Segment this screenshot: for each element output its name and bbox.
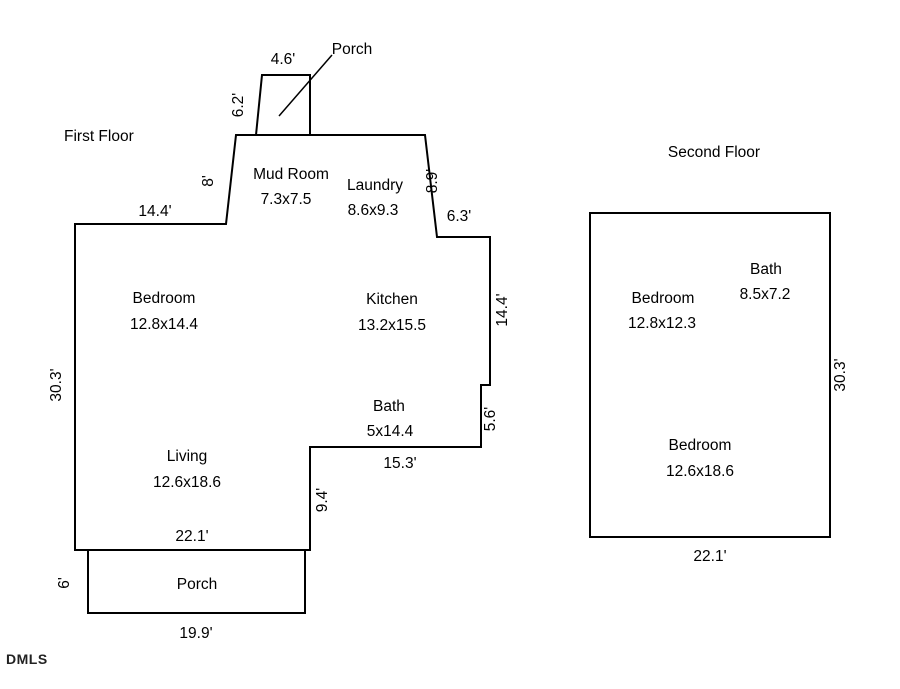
dim-living-side: 9.4' [314, 488, 331, 513]
dim-step: 6.3' [447, 208, 472, 225]
dim-right: 14.4' [494, 293, 511, 326]
room-label-bedroom-lower: Bedroom [669, 437, 732, 454]
room-label-mudroom: Mud Room [253, 166, 329, 183]
dim-bath-side: 5.6' [482, 407, 499, 432]
room-dims-bath-second: 8.5x7.2 [740, 286, 791, 303]
room-dims-bedroom: 12.8x14.4 [130, 316, 198, 333]
dim-mudroom-side: 8' [200, 175, 217, 187]
dim-porch-top-width: 4.6' [271, 51, 296, 68]
porch-pointer-line [278, 54, 333, 117]
room-label-laundry: Laundry [347, 177, 403, 194]
room-dims-bedroom-lower: 12.6x18.6 [666, 463, 734, 480]
dim-second-bottom: 22.1' [693, 548, 726, 565]
dim-bottom: 22.1' [175, 528, 208, 545]
room-label-bottom-porch: Porch [177, 576, 218, 593]
room-dims-mudroom: 7.3x7.5 [261, 191, 312, 208]
mls-watermark: DMLS [6, 651, 48, 667]
room-dims-bath: 5x14.4 [367, 423, 414, 440]
room-dims-laundry: 8.6x9.3 [348, 202, 399, 219]
dim-laundry-side: 8.9' [424, 169, 441, 194]
dim-porch-top-side: 6.2' [230, 93, 247, 118]
second-floor-title: Second Floor [668, 144, 760, 161]
room-label-bath: Bath [373, 398, 405, 415]
room-label-living: Living [167, 448, 208, 465]
dim-second-right: 30.3' [832, 358, 849, 391]
dim-top: 14.4' [138, 203, 171, 220]
bottom-porch-outline [87, 549, 306, 614]
dim-porch-bottom: 19.9' [179, 625, 212, 642]
room-label-top-porch: Porch [332, 41, 373, 58]
room-dims-bedroom-upper: 12.8x12.3 [628, 315, 696, 332]
second-floor-outline [589, 212, 831, 538]
room-dims-kitchen: 13.2x15.5 [358, 317, 426, 334]
room-label-bath-second: Bath [750, 261, 782, 278]
room-label-bedroom-upper: Bedroom [632, 290, 695, 307]
first-floor-title: First Floor [64, 128, 134, 145]
dim-left: 30.3' [48, 368, 65, 401]
dim-bath-bottom: 15.3' [383, 455, 416, 472]
room-dims-living: 12.6x18.6 [153, 474, 221, 491]
first-floor-outline [74, 134, 491, 551]
top-porch-outline [254, 74, 311, 136]
dim-porch-side: 6' [56, 577, 73, 589]
room-label-bedroom: Bedroom [133, 290, 196, 307]
room-label-kitchen: Kitchen [366, 291, 418, 308]
